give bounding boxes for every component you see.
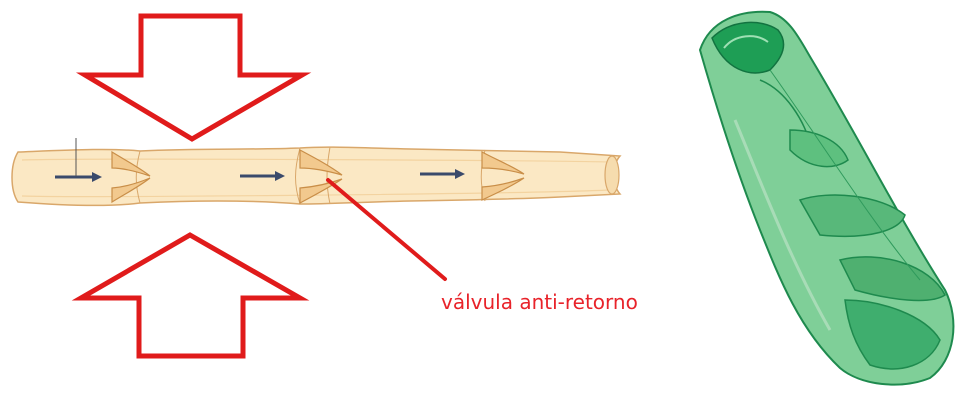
valve-label: válvula anti-retorno xyxy=(441,290,638,314)
vein-cross-section-illustration xyxy=(700,12,953,385)
vein-tube xyxy=(12,147,620,206)
compression-arrow-bottom xyxy=(81,235,300,356)
compression-arrow-top xyxy=(85,16,302,139)
